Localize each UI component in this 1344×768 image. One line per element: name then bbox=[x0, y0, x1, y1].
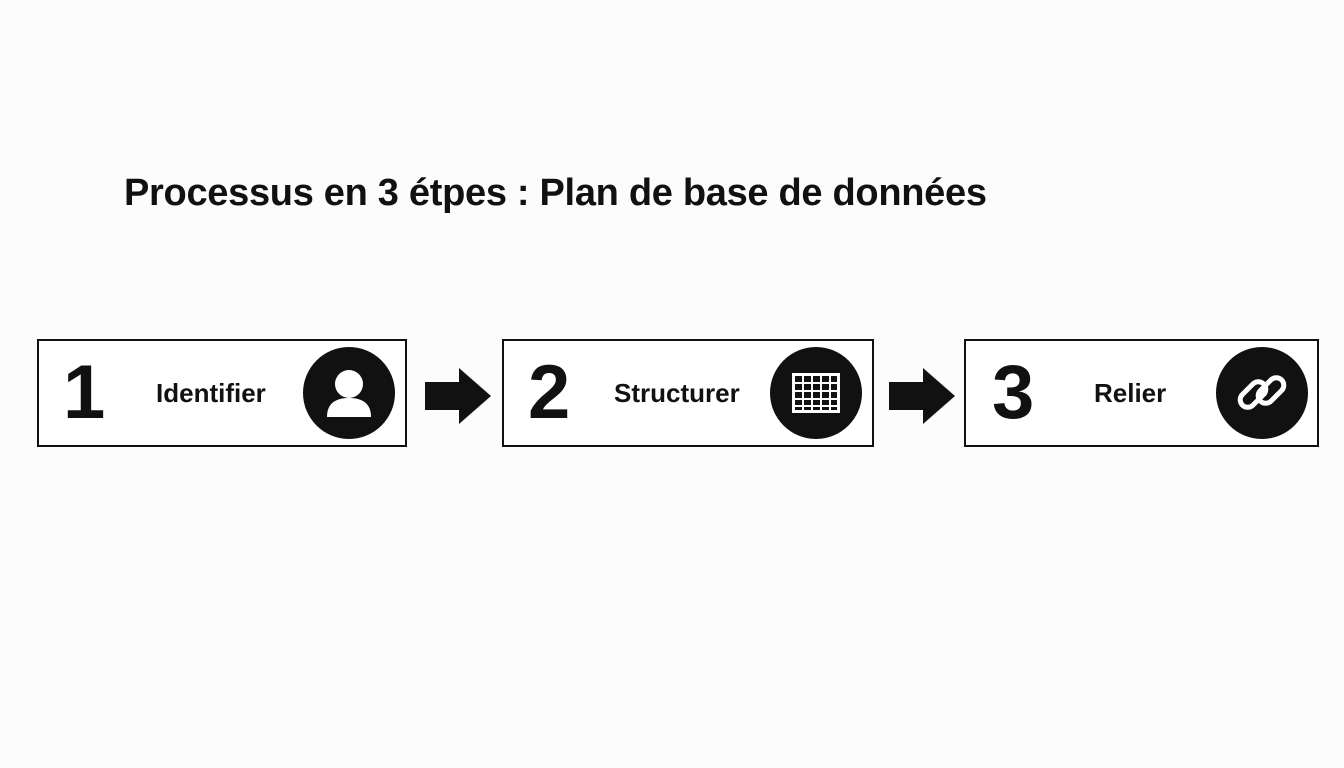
step-3-box: 3 Relier bbox=[964, 339, 1319, 447]
step-1-box: 1 Identifier bbox=[37, 339, 407, 447]
arrow-right-icon bbox=[889, 368, 955, 424]
user-icon bbox=[303, 347, 395, 439]
step-1-number: 1 bbox=[63, 350, 106, 435]
step-2-number: 2 bbox=[528, 350, 571, 435]
arrow-right-icon bbox=[425, 368, 491, 424]
step-2-box: 2 Structurer bbox=[502, 339, 874, 447]
step-3-label: Relier bbox=[1094, 378, 1167, 408]
step-3-number: 3 bbox=[992, 350, 1035, 435]
link-chain-icon bbox=[1216, 347, 1308, 439]
step-2-label: Structurer bbox=[614, 378, 740, 408]
step-1-label: Identifier bbox=[156, 378, 266, 408]
diagram-title: Processus en 3 étpes : Plan de base de d… bbox=[124, 172, 987, 214]
grid-table-icon bbox=[770, 347, 862, 439]
